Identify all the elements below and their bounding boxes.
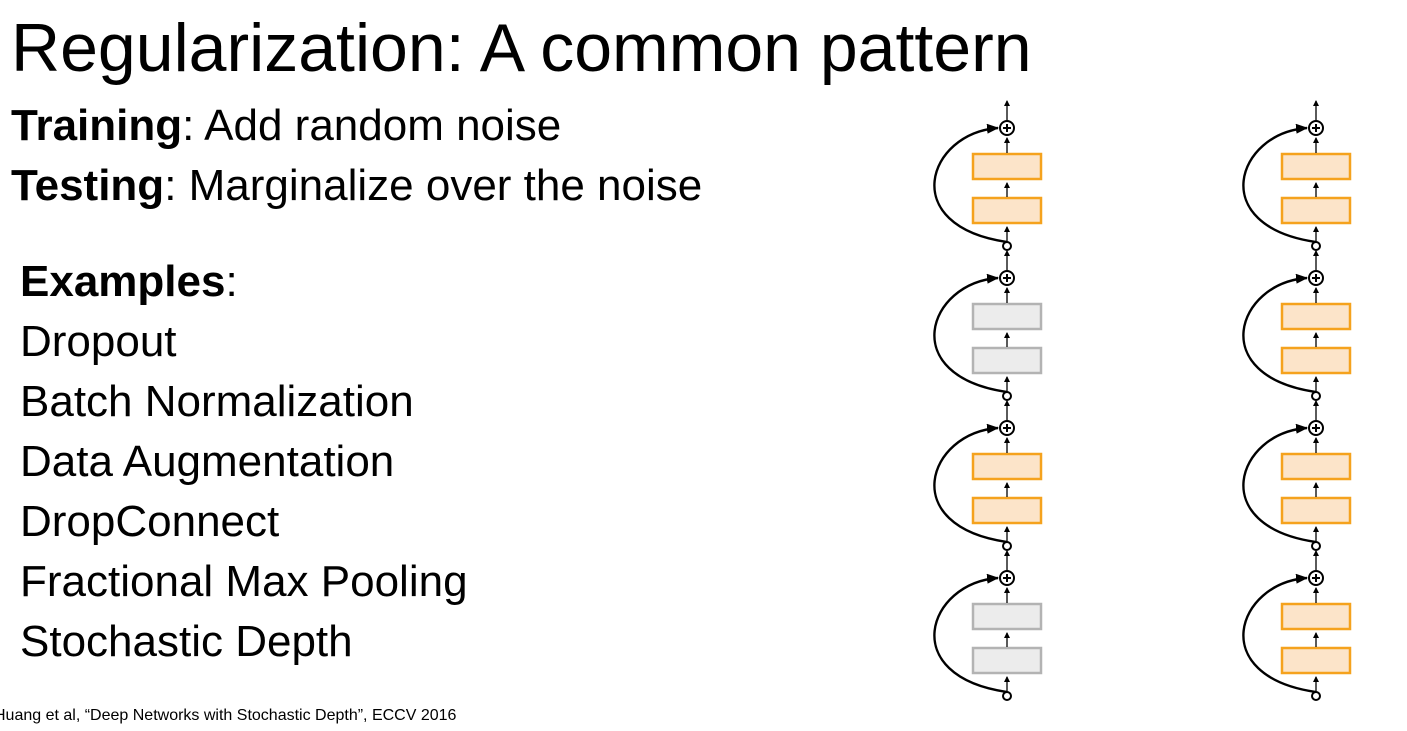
layer-block [971, 646, 1043, 675]
skip-connection-arrow [1242, 123, 1317, 244]
plus-icon [1003, 124, 1011, 132]
residual-unit [1242, 250, 1352, 401]
layer-block [971, 496, 1043, 525]
example-item-fractional-max-pooling: Fractional Max Pooling [20, 557, 468, 606]
examples-label: Examples [20, 257, 226, 306]
testing-label: Testing [11, 161, 165, 210]
branch-node [1311, 241, 1321, 251]
example-item-data-augmentation: Data Augmentation [20, 437, 395, 486]
skip-connection-arrow [1242, 423, 1317, 544]
branch-node [1002, 391, 1012, 401]
testing-text: : Marginalize over the noise [164, 161, 703, 210]
training-network [933, 100, 1043, 701]
layer-block [1280, 452, 1352, 481]
layer-block [1280, 602, 1352, 631]
example-item-batch-normalization: Batch Normalization [20, 377, 414, 426]
layer-block [971, 302, 1043, 331]
layer-block [971, 346, 1043, 375]
branch-node [1002, 691, 1012, 701]
layer-block [1280, 302, 1352, 331]
residual-unit [1242, 400, 1352, 551]
plus-icon [1312, 574, 1320, 582]
examples-colon: : [225, 257, 238, 306]
layer-block [1280, 152, 1352, 181]
example-item-dropconnect: DropConnect [20, 497, 280, 546]
layer-block [971, 602, 1043, 631]
layer-block [971, 152, 1043, 181]
branch-node [1311, 541, 1321, 551]
skip-connection-arrow [933, 273, 1008, 394]
example-item-dropout: Dropout [20, 317, 177, 366]
branch-node [1002, 241, 1012, 251]
testing-line: Testing: Marginalize over the noise [11, 164, 702, 208]
layer-block [1280, 346, 1352, 375]
example-item-stochastic-depth: Stochastic Depth [20, 617, 353, 666]
training-label: Training [11, 101, 183, 150]
plus-icon [1312, 124, 1320, 132]
residual-unit [933, 400, 1043, 551]
residual-unit [933, 250, 1043, 401]
branch-node [1002, 541, 1012, 551]
plus-icon [1312, 424, 1320, 432]
plus-icon [1003, 424, 1011, 432]
layer-block [1280, 196, 1352, 225]
layer-block [1280, 646, 1352, 675]
residual-unit [933, 100, 1043, 251]
testing-network [1242, 100, 1352, 701]
skip-connection-arrow [1242, 273, 1317, 394]
training-text: : Add random noise [182, 101, 562, 150]
skip-connection-arrow [933, 123, 1008, 244]
layer-block [1280, 496, 1352, 525]
training-line: Training: Add random noise [11, 104, 561, 148]
skip-connection-arrow [1242, 573, 1317, 694]
residual-unit [1242, 550, 1352, 701]
citation: Huang et al, “Deep Networks with Stochas… [0, 707, 457, 724]
layer-block [971, 196, 1043, 225]
plus-icon [1003, 574, 1011, 582]
skip-connection-arrow [933, 573, 1008, 694]
branch-node [1311, 391, 1321, 401]
layer-block [971, 452, 1043, 481]
plus-icon [1003, 274, 1011, 282]
plus-icon [1312, 274, 1320, 282]
examples-heading: Examples: [20, 260, 238, 304]
residual-unit [933, 550, 1043, 701]
residual-unit [1242, 100, 1352, 251]
slide-title: Regularization: A common pattern [11, 10, 1032, 86]
branch-node [1311, 691, 1321, 701]
skip-connection-arrow [933, 423, 1008, 544]
